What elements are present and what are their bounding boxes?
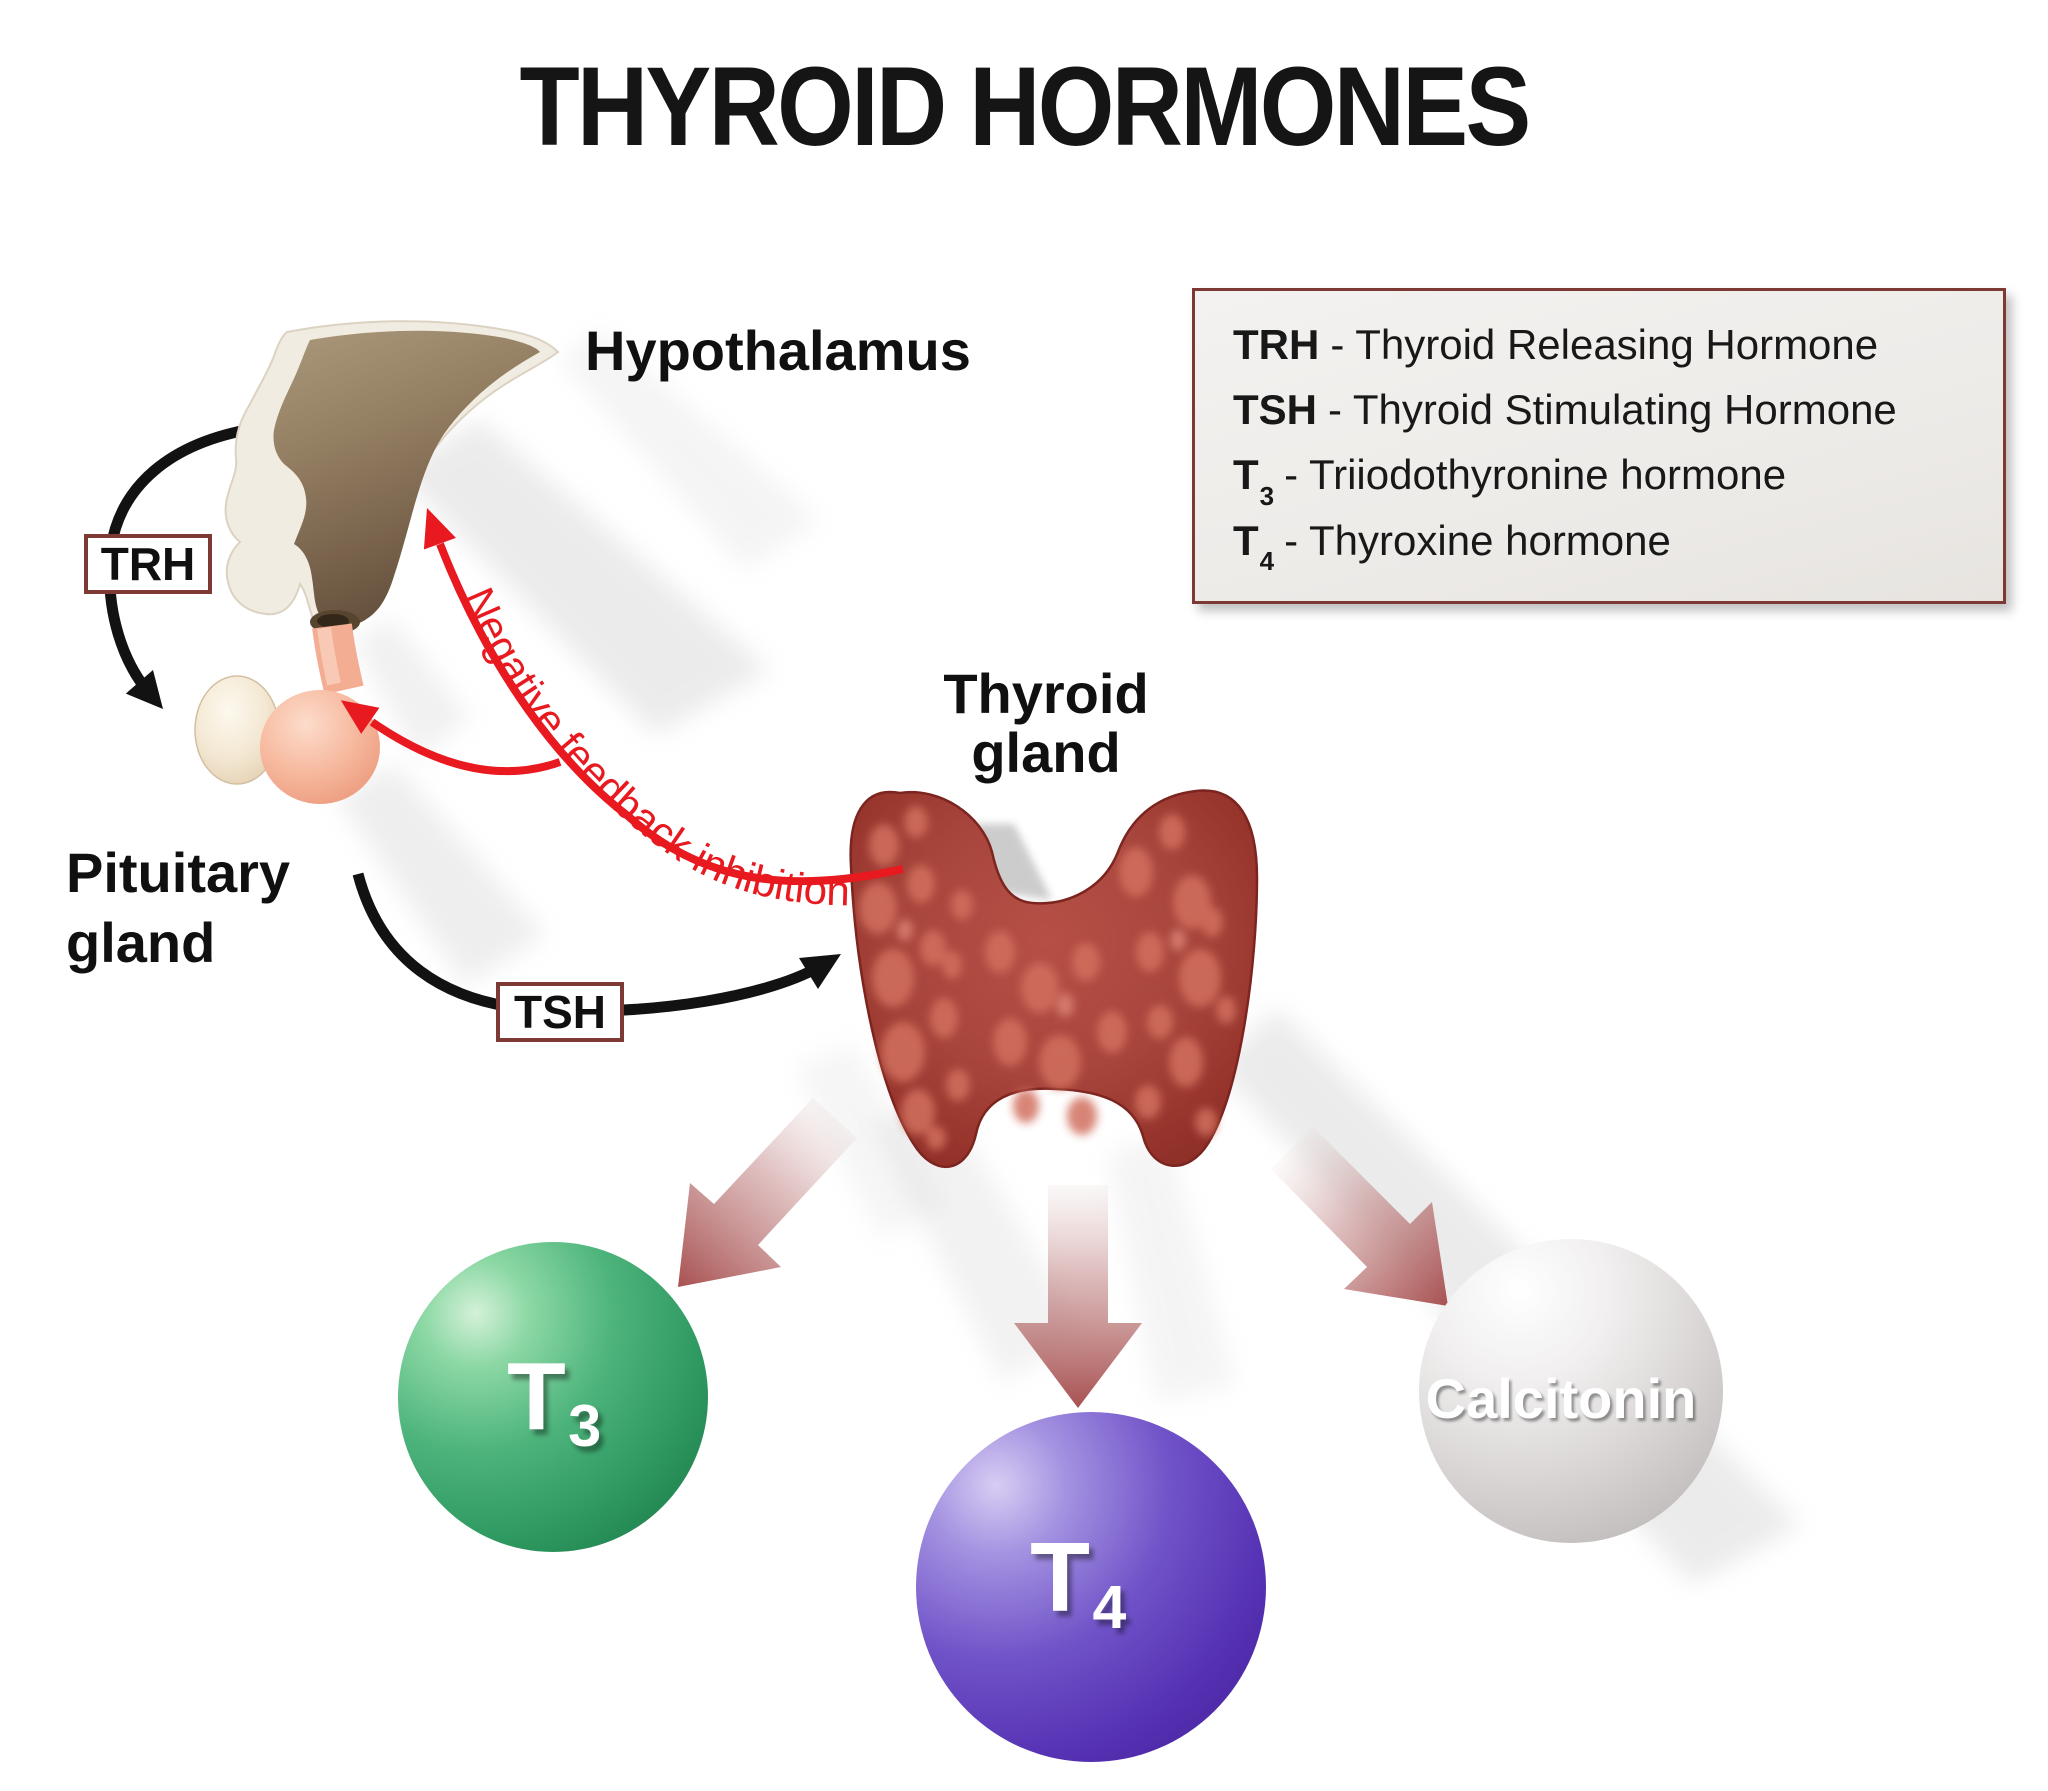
trh-arrowhead [125, 670, 163, 709]
t3-label-sub: 3 [568, 1391, 602, 1459]
legend-desc: - Thyroxine hormone [1284, 516, 1671, 564]
hypothalamus-label: Hypothalamus [585, 319, 971, 382]
legend-item-trh: TRH- Thyroid Releasing Hormone [1233, 321, 1983, 375]
t4-hormone-sphere: T4 [916, 1412, 1266, 1762]
legend-abbr: TSH [1233, 386, 1317, 433]
calcitonin-label: Calcitonin [1426, 1371, 1697, 1427]
t3-label: T3 [507, 1349, 601, 1455]
pituitary-anterior-lobe [260, 690, 380, 804]
page-title: THYROID HORMONES [519, 44, 1531, 169]
t3-label-text: T [507, 1343, 566, 1450]
secretion-arrow-t4 [1014, 1185, 1142, 1408]
pituitary-label-line1: Pituitary [66, 841, 291, 904]
t4-label: T4 [1030, 1528, 1126, 1637]
infundibulum-opening-inner [317, 614, 349, 628]
legend-item-t3: T3- Triiodothyronine hormone [1233, 451, 1983, 510]
thyroid-follicle-spots [859, 806, 1236, 1150]
thyroid-label-line1: Thyroid [943, 662, 1149, 725]
legend-item-tsh: TSH- Thyroid Stimulating Hormone [1233, 386, 1983, 440]
thyroid-label-line2: gland [971, 721, 1121, 784]
pituitary-stalk [312, 623, 364, 695]
pituitary-illustration [194, 623, 380, 804]
pituitary-label: Pituitary gland [66, 838, 290, 978]
t3-hormone-sphere: T3 [398, 1242, 708, 1552]
feedback-arrowhead-pituitary [340, 700, 380, 734]
pituitary-stalk-highlight [317, 627, 341, 686]
legend-abbr-text: TRH [1233, 321, 1320, 368]
legend-desc: - Thyroid Stimulating Hormone [1328, 386, 1897, 434]
calcitonin-hormone-sphere: Calcitonin [1419, 1239, 1723, 1543]
tsh-box: TSH [496, 982, 624, 1042]
legend-abbr: T4 [1233, 516, 1274, 576]
legend-box: TRH- Thyroid Releasing Hormone TSH- Thyr… [1192, 288, 2006, 604]
calcitonin-label-text: Calcitonin [1425, 1367, 1697, 1430]
tsh-arrowhead [799, 954, 841, 989]
thyroid-label: Thyroid gland [916, 664, 1176, 782]
secretion-arrow-calcitonin [1271, 1127, 1448, 1306]
legend-abbr-text: TSH [1233, 386, 1317, 434]
thyroid-follicle-spots-light [897, 919, 1186, 1017]
secretion-arrows [678, 1098, 1448, 1408]
hypothalamus-inner [273, 330, 540, 627]
pituitary-label-line2: gland [66, 911, 216, 974]
legend-abbr-sub: 3 [1259, 480, 1275, 511]
thyroid-illustration [849, 789, 1259, 1169]
legend-abbr-text: T [1233, 451, 1259, 499]
legend-item-t4: T4- Thyroxine hormone [1233, 516, 1983, 576]
legend-abbr-text: T [1233, 516, 1259, 564]
legend-abbr: TRH [1233, 321, 1319, 368]
t4-label-sub: 4 [1092, 1573, 1127, 1641]
trh-box: TRH [84, 534, 212, 594]
legend-desc: - Thyroid Releasing Hormone [1330, 321, 1879, 368]
secretion-arrow-t3 [678, 1098, 857, 1287]
feedback-curve-to-hypothalamus [436, 542, 904, 886]
legend-desc: - Triiodothyronine hormone [1284, 451, 1787, 499]
feedback-arrowhead-hypothalamus [423, 508, 456, 550]
feedback-curve-to-pituitary [369, 718, 562, 776]
t4-label-text: T [1030, 1522, 1091, 1632]
legend-abbr: T3 [1233, 451, 1274, 510]
legend-abbr-sub: 4 [1259, 546, 1275, 576]
